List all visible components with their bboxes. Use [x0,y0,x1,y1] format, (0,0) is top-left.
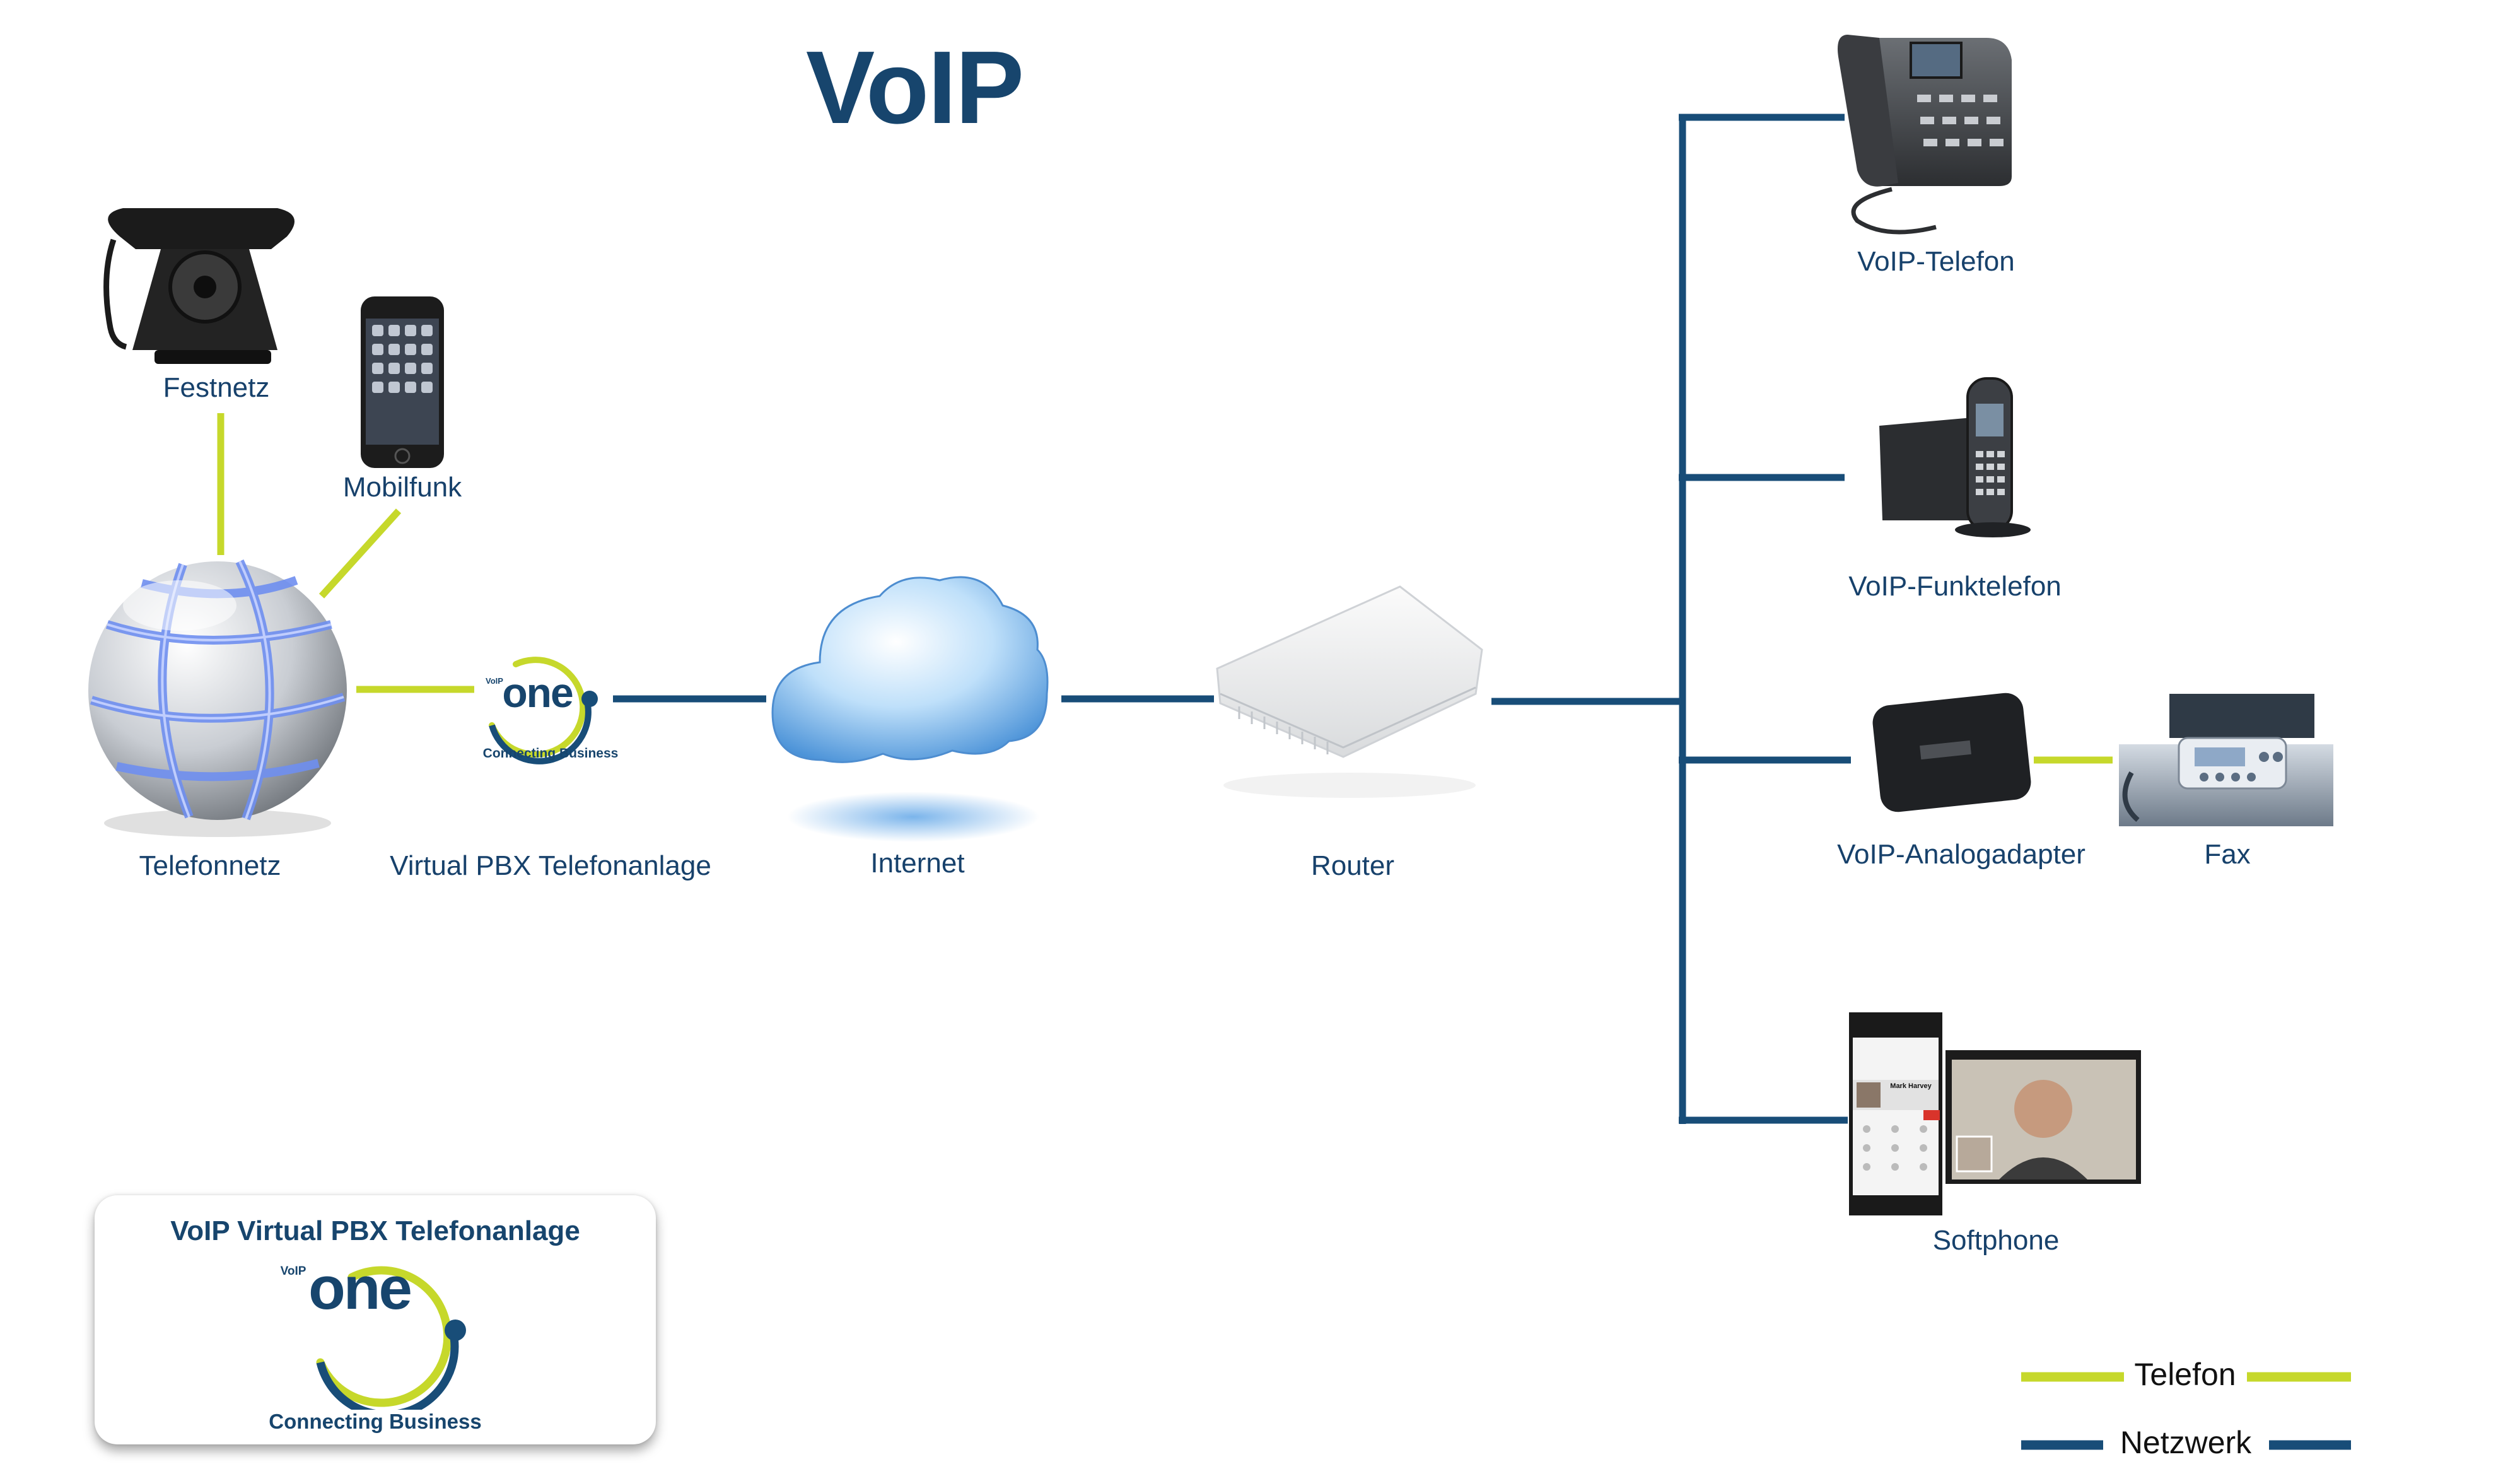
card-logo-small: VoIP [280,1265,306,1278]
globe-icon [88,559,347,837]
pbx-logo-small: VoIP [486,676,503,686]
label-festnetz: Festnetz [163,372,270,403]
fax-icon [2119,694,2333,826]
label-router: Router [1310,850,1395,881]
card-title: VoIP Virtual PBX Telefonanlage [170,1215,580,1246]
analog-adapter-icon [1872,693,2031,812]
label-telefonnetz: Telefonnetz [139,850,281,881]
pbx-card: VoIP Virtual PBX Telefonanlage VoIP one … [95,1195,656,1444]
label-softphone: Softphone [1932,1225,2060,1256]
rotary-phone-icon [103,208,295,364]
legend-netzwerk-label: Netzwerk [2120,1425,2252,1460]
label-voip-funktelefon: VoIP-Funktelefon [1848,571,2062,602]
link-mobilfunk-telefonnetz [318,508,402,599]
pbx-logo-word: one [502,669,573,716]
label-mobilfunk: Mobilfunk [342,472,462,503]
card-one-logo-icon [316,1266,466,1410]
one-logo-icon [489,657,598,764]
cloud-icon [771,576,1049,842]
softphone-app-icon [1849,1012,2141,1215]
telefon-links [217,413,2113,764]
label-voip-telefon: VoIP-Telefon [1857,246,2015,277]
label-internet: Internet [870,848,965,879]
netzwerk-links [613,114,1851,1124]
softphone-contact-name: Mark Harvey [1890,1082,1932,1090]
dect-phone-icon [1879,377,2031,537]
router-icon [1216,585,1483,798]
smartphone-icon [361,296,444,468]
label-fax: Fax [2204,839,2251,870]
legend-telefon-label: Telefon [2134,1357,2236,1392]
desk-phone-icon [1838,35,2012,235]
card-tagline: Connecting Business [269,1410,482,1433]
label-voip-analogadapter: VoIP-Analogadapter [1837,839,2085,870]
legend-lines [2021,1372,2351,1450]
label-pbx: Virtual PBX Telefonanlage [390,850,711,881]
card-logo-word: one [308,1255,412,1322]
pbx-logo-tagline: Connecting Business [482,746,619,761]
page-title: VoIP [805,30,1024,145]
